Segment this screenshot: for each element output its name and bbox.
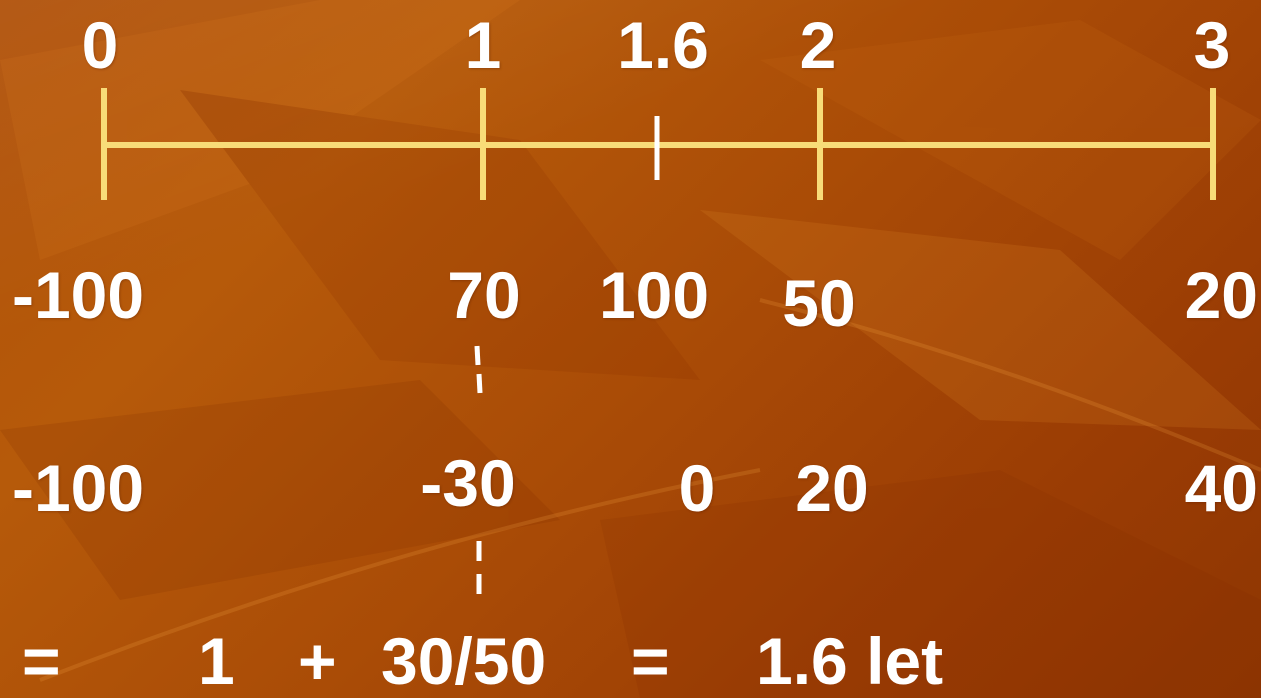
axis-label-1-6: 1.6 bbox=[617, 8, 709, 82]
row-two-value: -100 bbox=[12, 451, 145, 525]
equation: = 1 + 30/50 = 1.6 let bbox=[0, 628, 1261, 698]
dash-connector-upper bbox=[476, 373, 483, 394]
row-one-value: 70 bbox=[447, 258, 521, 332]
axis-label-0: 0 bbox=[81, 8, 119, 82]
row-two-value: 40 bbox=[1184, 451, 1258, 525]
axis-label-2: 2 bbox=[799, 8, 837, 82]
equation-equals: = bbox=[631, 624, 670, 698]
axis-label-1: 1 bbox=[464, 8, 502, 82]
dash-connector-upper bbox=[474, 345, 481, 366]
equation-fraction: 30/50 bbox=[381, 624, 547, 698]
row-two-value: 20 bbox=[795, 451, 869, 525]
row-two-value: 0 bbox=[678, 451, 716, 525]
equation-equals: = bbox=[22, 624, 61, 698]
row-one-value: -100 bbox=[12, 258, 145, 332]
axis-label-3: 3 bbox=[1193, 8, 1231, 82]
equation-plus: + bbox=[298, 624, 337, 698]
row-one-value: 100 bbox=[598, 258, 710, 332]
row-one-value: 50 bbox=[782, 266, 856, 340]
row-two-value: -30 bbox=[420, 446, 516, 520]
row-one-value: 20 bbox=[1184, 258, 1258, 332]
equation-result: 1.6 let bbox=[756, 624, 944, 698]
equation-one: 1 bbox=[198, 624, 235, 698]
